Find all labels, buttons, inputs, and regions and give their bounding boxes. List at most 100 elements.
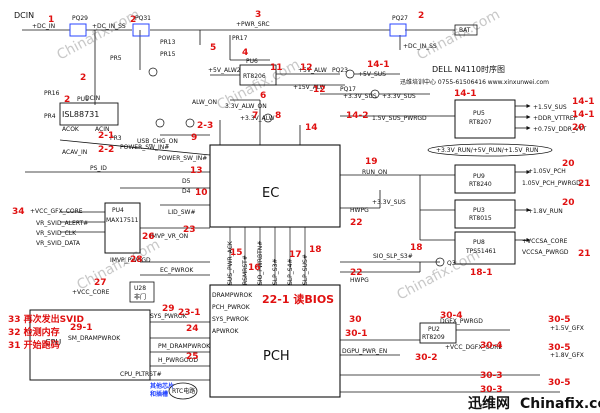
pu4-chip: PU4 MAX17511 <box>104 202 141 254</box>
pu8-ref: PU8 <box>473 239 485 246</box>
fet-pq27: PQ27 <box>389 15 408 37</box>
h-pwrgood-net: H_PWRGOOD <box>158 357 198 364</box>
step-18b: 18 <box>410 243 423 253</box>
pwr-src-net: +PWR_SRC <box>236 21 270 28</box>
pch-pin-5: SLP_SUS# <box>302 254 309 285</box>
run-on-net: RUN_ON <box>362 169 387 176</box>
step-30-5: 30-5 <box>548 315 571 325</box>
step-21: 21 <box>578 179 591 189</box>
step-30: 30 <box>349 315 362 325</box>
watermark-logo: 迅维网 Chinafix.com <box>468 395 600 412</box>
lid-sw-net: LID_SW# <box>168 209 196 216</box>
pch-pin-4: SLP_S4# <box>287 259 294 285</box>
vccsa-core-net: +VCCSA_CORE <box>522 238 568 245</box>
step-16: 16 <box>248 263 261 273</box>
pu3-ref: PU3 <box>473 207 485 214</box>
v5-alw2-net: +5V_ALW2 <box>208 67 241 74</box>
pch-pin-0: SUS_PWR_ACK <box>227 240 234 285</box>
pch-pin-sys-pwrok: SYS_PWROK <box>212 316 250 323</box>
pr17-label: PR17 <box>232 35 248 42</box>
step-23: 23 <box>183 225 196 235</box>
pr4-label: PR4 <box>44 113 56 120</box>
v105-net: +1.05V_PCH <box>528 168 566 175</box>
watermark-site: 迅维网 <box>468 395 510 412</box>
step-30-4: 30-4 <box>440 311 463 321</box>
step-labels: 1 2 3 2 2 2 2-1 2-2 2-3 5 4 6 7 8 9 10 1… <box>8 10 595 395</box>
rtc-label: RTC电路 <box>172 387 195 395</box>
alw-rails <box>210 73 430 145</box>
step-14-2: 14-2 <box>346 111 369 121</box>
v075-ddr-net: +0.75V_DDR_VTT <box>533 126 587 133</box>
dgfx-pwrgd-net: DGFX_PWRGD <box>440 318 483 325</box>
pu9-ref: PU9 <box>473 173 485 180</box>
step-20b: 20 <box>562 159 575 169</box>
pwr-sw-net: POWER_SW_IN# <box>120 144 169 151</box>
pm-drampwrok-net: PM_DRAMPWROK <box>158 343 211 350</box>
d5-label: D5 <box>182 178 191 185</box>
pch-label: PCH <box>263 349 290 364</box>
hwpg-net-2: HWPG <box>350 277 369 284</box>
note-other-chips: 其他芯片 <box>150 382 174 390</box>
charger-pin-dcin: DCIN <box>85 95 100 102</box>
pq29-label: PQ29 <box>72 15 88 22</box>
battery-block: BAT <box>454 24 478 36</box>
step-13: 13 <box>190 166 203 176</box>
sio-slp-s3-net: SIO_SLP_S3# <box>373 253 413 260</box>
step-14-1b: 14-1 <box>454 89 477 99</box>
vr-svid-data-net: VR_SVID_DATA <box>36 240 81 247</box>
step-14-1: 14-1 <box>367 60 390 70</box>
sus-pwrgd-net: 1.5V_SUS_PWRGD <box>372 115 427 122</box>
step-22-1: 22-1 读BIOS <box>262 292 334 306</box>
step-15: 15 <box>230 248 243 258</box>
ec-left-lines <box>25 139 560 393</box>
fet-pq31: PQ31 <box>132 15 151 37</box>
step-8: 8 <box>275 111 281 121</box>
step-30-5b: 30-5 <box>548 343 571 353</box>
step-2c: 2 <box>64 95 70 105</box>
step-30-3b: 30-3 <box>480 385 503 395</box>
u28-block: U28 非门 <box>129 281 155 303</box>
watermark-domain-logo: Chinafix.com <box>520 396 600 412</box>
step-21b: 21 <box>578 249 591 259</box>
v3-sus-net: +3.3V_SUS <box>343 93 377 100</box>
pu4-ref: PU4 <box>112 207 124 214</box>
step-20: 20 <box>572 123 585 133</box>
charger-part: ISL88731 <box>62 110 99 119</box>
q3-label: Q3 <box>447 260 456 267</box>
pch-pin-1: RSMRST# <box>242 255 249 285</box>
pr3-label: PR3 <box>110 135 122 142</box>
ddr-vttref-net: +DDR_VTTREF <box>533 115 578 122</box>
step-29-1: 29-1 <box>70 323 93 333</box>
step-32: 32 检测内存 <box>8 326 60 338</box>
pq31-label: PQ31 <box>135 15 151 22</box>
step-34: 34 <box>12 207 25 217</box>
pu5-part: RT8207 <box>469 119 492 126</box>
ps-id-net: PS_ID <box>90 165 107 172</box>
vr-svid-alert-net: VR_SVID_ALERT# <box>36 220 88 227</box>
dc-in-ss-net-2: +DC_IN_SS <box>403 43 437 50</box>
step-33: 33 再次发出SVID <box>8 313 84 325</box>
sm-drampwrok-net: SM_DRAMPWROK <box>68 335 121 342</box>
pq23-label: PQ23 <box>332 67 348 74</box>
v3-sus-net-2: +3.3V_SUS <box>382 93 416 100</box>
imvp-pwrgd-net: IMVP_PWRGD <box>110 257 151 264</box>
ec-label: EC <box>262 186 279 201</box>
rt8206-ref: PU6 <box>246 58 258 65</box>
pu8-chip: PU8 TPS51461 <box>454 231 516 265</box>
v18-run-net: +1.8V_RUN <box>528 208 563 215</box>
charger-pin-acin: ACIN <box>95 126 109 133</box>
gfx-core-net: +VCC_GFX_CORE <box>30 208 83 215</box>
pch-pin-drampwrok: DRAMPWROK <box>212 292 253 299</box>
pch-pwrgd-net: 1.05V_PCH_PWRGD <box>522 180 581 187</box>
pu2-part: RT8209 <box>422 334 445 341</box>
run-bus-net: +3.3V_RUN/+5V_RUN/+1.5V_RUN <box>436 147 539 154</box>
pch-top-pins: SUS_PWR_ACK RSMRST# SIO_PWRBTN# SLP_S3# … <box>227 240 309 285</box>
bat-label: BAT <box>459 27 471 34</box>
small-transistors <box>148 67 380 128</box>
pr15-label: PR15 <box>160 51 176 58</box>
step-7: 7 <box>252 111 258 121</box>
step-25: 25 <box>186 352 199 362</box>
step-5: 5 <box>210 43 216 53</box>
vr-svid-clk-net: VR_SVID_CLK <box>36 230 77 237</box>
